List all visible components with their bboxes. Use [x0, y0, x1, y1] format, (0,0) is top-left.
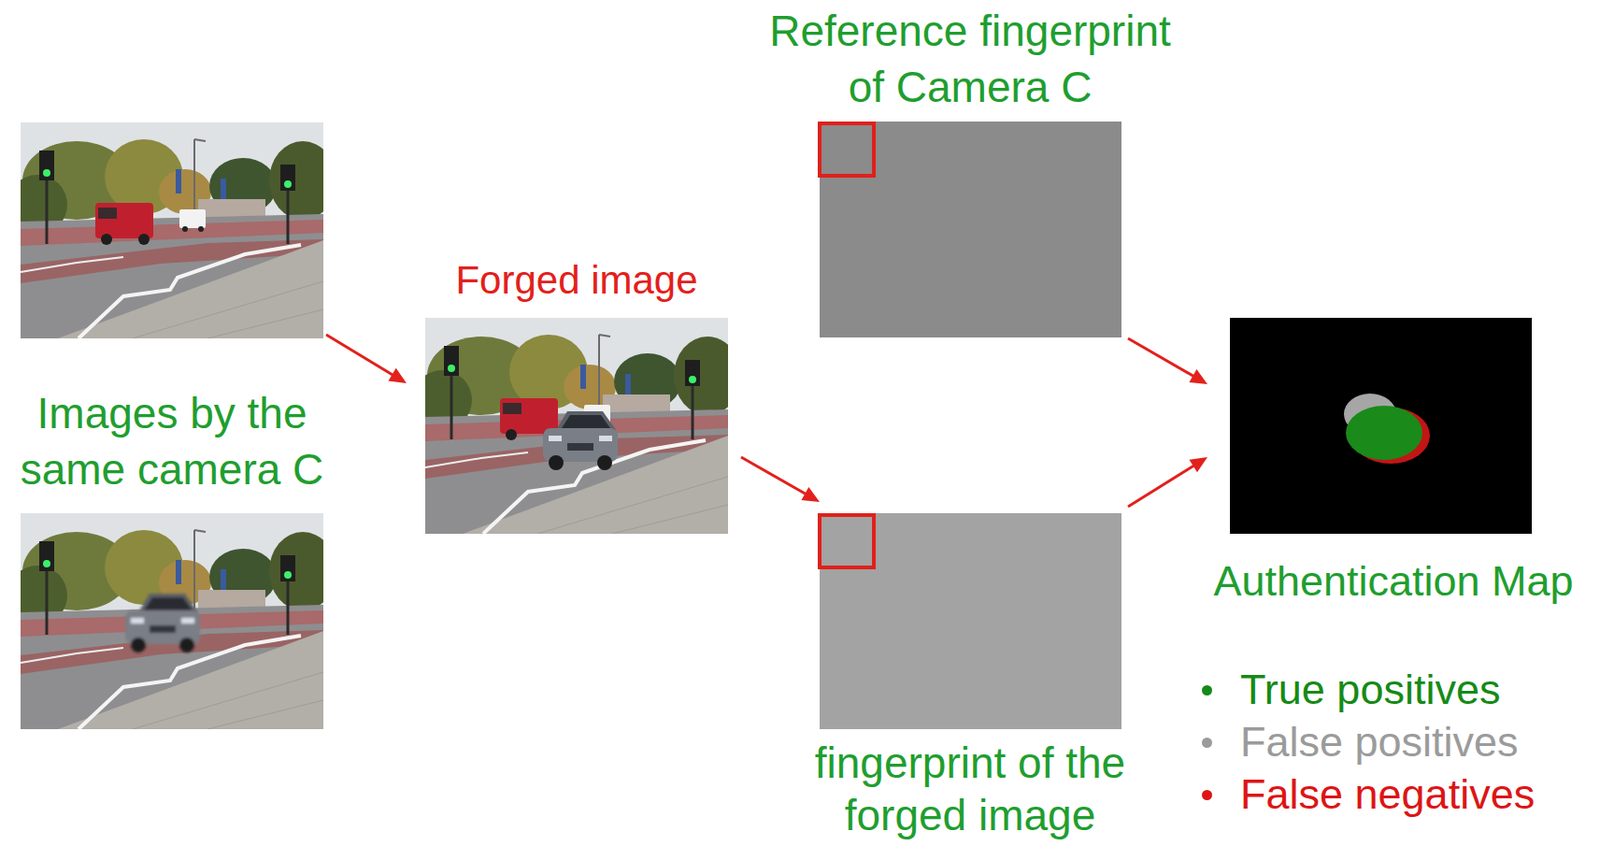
- block-marker: [819, 123, 874, 176]
- fingerprint-frame: fingerprint of the forged image: [819, 513, 1122, 729]
- node-label: Images by the same camera C: [8, 385, 336, 498]
- connector-arrow: [741, 457, 820, 502]
- fingerprint-image: [819, 121, 1122, 338]
- legend-row: False positives: [1201, 715, 1535, 769]
- connector-arrow: [1128, 457, 1208, 507]
- fingerprint-image: [819, 513, 1122, 729]
- node-label: Forged image: [399, 257, 755, 304]
- connector-line: [326, 334, 394, 376]
- legend-bullet: [1201, 789, 1213, 800]
- arrow-head: [800, 486, 820, 502]
- node-label: Authentication Map: [1211, 556, 1576, 607]
- forged-photo: [412, 317, 742, 534]
- connector-line: [1128, 464, 1195, 507]
- legend-label: False negatives: [1240, 768, 1535, 821]
- connector-line: [741, 457, 807, 495]
- authentication-map: [1229, 317, 1532, 534]
- true-positive-region: [1345, 405, 1423, 460]
- node-label: fingerprint of the forged image: [773, 736, 1167, 842]
- legend-row: False negatives: [1201, 768, 1535, 821]
- connector-arrow: [326, 334, 407, 384]
- legend-bullet: [1201, 737, 1213, 748]
- camera-photo: [7, 513, 337, 729]
- legend: True positivesFalse positivesFalse negat…: [1201, 663, 1535, 821]
- block-marker: [819, 514, 874, 568]
- camera-photo: [7, 122, 337, 339]
- legend-label: False positives: [1240, 715, 1519, 769]
- map-frame: Authentication Map: [1229, 317, 1532, 534]
- legend-row: True positives: [1201, 663, 1535, 716]
- connector-arrow: [1128, 338, 1208, 385]
- arrow-head: [1188, 457, 1208, 472]
- legend-label: True positives: [1240, 663, 1500, 716]
- forged-frame: Forged image: [425, 317, 729, 534]
- connector-line: [1128, 338, 1195, 377]
- legend-bullet: [1201, 685, 1213, 696]
- arrow-head: [387, 368, 407, 384]
- node-label: Reference fingerprint of Camera C: [755, 2, 1186, 115]
- arrow-head: [1188, 369, 1208, 385]
- fingerprint-frame: Reference fingerprint of Camera C: [819, 121, 1122, 338]
- photo-frame: Images by the same camera C: [20, 122, 324, 339]
